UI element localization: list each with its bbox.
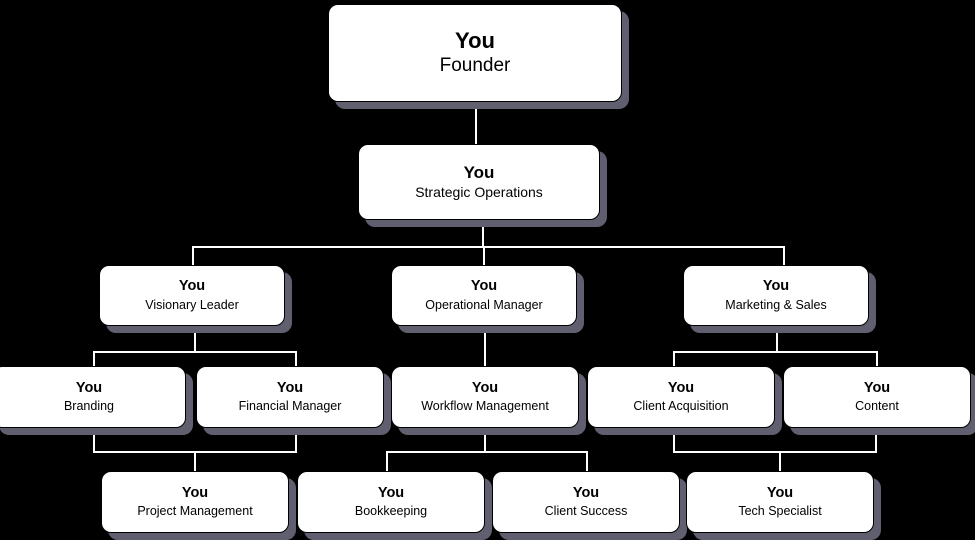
node-name: You <box>181 484 209 501</box>
connector-l4a-drop-2 <box>295 351 297 367</box>
node-name: You <box>572 484 600 501</box>
node-name: You <box>463 162 495 182</box>
node-visionary-leader[interactable]: You Visionary Leader <box>99 265 285 326</box>
connector-root-down <box>475 103 477 145</box>
node-financial-manager[interactable]: You Financial Manager <box>196 366 384 428</box>
node-role: Strategic Operations <box>415 184 543 201</box>
connector-l3a-down <box>194 326 196 352</box>
connector-l4c-bus <box>673 351 878 353</box>
connector-l5b-drop-2 <box>586 451 588 472</box>
connector-l5c-bus <box>673 451 877 453</box>
node-name: You <box>178 278 206 295</box>
node-role: Bookkeeping <box>354 504 428 519</box>
connector-l5a-riser-1 <box>93 428 95 452</box>
connector-l4c-drop-1 <box>673 351 675 367</box>
node-role: Workflow Management <box>421 399 549 414</box>
connector-l5a-riser-2 <box>295 428 297 452</box>
node-name: You <box>766 484 794 501</box>
connector-l5b-drop-1 <box>386 451 388 472</box>
connector-l5c-riser-1 <box>673 428 675 452</box>
connector-l3-drop-2 <box>483 246 485 267</box>
node-name: You <box>377 484 405 501</box>
node-content[interactable]: You Content <box>783 366 971 428</box>
node-bookkeeping[interactable]: You Bookkeeping <box>297 471 485 533</box>
node-name: You <box>863 379 891 396</box>
connector-l3b-down <box>484 326 486 367</box>
node-client-acquisition[interactable]: You Client Acquisition <box>587 366 775 428</box>
connector-l4b-down <box>484 426 486 452</box>
connector-l5b-bus <box>386 451 588 453</box>
node-tech-specialist[interactable]: You Tech Specialist <box>686 471 874 533</box>
node-name: You <box>276 379 304 396</box>
node-strategic-operations[interactable]: You Strategic Operations <box>358 144 600 220</box>
node-role: Client Acquisition <box>633 399 729 414</box>
node-role: Marketing & Sales <box>725 297 827 312</box>
connector-l4a-drop-1 <box>93 351 95 367</box>
connector-l2-down <box>482 221 484 247</box>
connector-l5c-drop <box>779 451 781 472</box>
node-founder[interactable]: You Founder <box>328 4 622 102</box>
node-operational-manager[interactable]: You Operational Manager <box>391 265 577 326</box>
node-role: Founder <box>439 55 511 77</box>
node-client-success[interactable]: You Client Success <box>492 471 680 533</box>
node-role: Project Management <box>137 504 253 519</box>
node-name: You <box>455 27 495 53</box>
connector-l3c-down <box>776 326 778 352</box>
connector-l4a-bus <box>93 351 297 353</box>
node-name: You <box>75 379 103 396</box>
node-role: Content <box>855 399 899 414</box>
node-role: Branding <box>63 399 115 414</box>
node-role: Tech Specialist <box>738 504 822 519</box>
node-role: Visionary Leader <box>145 297 239 312</box>
connector-l3-bus <box>192 246 785 248</box>
node-role: Operational Manager <box>425 297 543 312</box>
node-name: You <box>762 278 790 295</box>
node-role: Client Success <box>544 504 628 519</box>
node-name: You <box>470 278 498 295</box>
node-name: You <box>471 379 499 396</box>
node-project-management[interactable]: You Project Management <box>101 471 289 533</box>
node-name: You <box>667 379 695 396</box>
node-role: Financial Manager <box>238 399 342 414</box>
connector-l4c-drop-2 <box>876 351 878 367</box>
node-branding[interactable]: You Branding <box>0 366 186 428</box>
connector-l5a-drop <box>194 451 196 472</box>
connector-l5c-riser-2 <box>875 428 877 452</box>
node-marketing-and-sales[interactable]: You Marketing & Sales <box>683 265 869 326</box>
connector-l3-drop-3 <box>783 246 785 267</box>
node-workflow-management[interactable]: You Workflow Management <box>391 366 579 428</box>
connector-l3-drop-1 <box>192 246 194 267</box>
